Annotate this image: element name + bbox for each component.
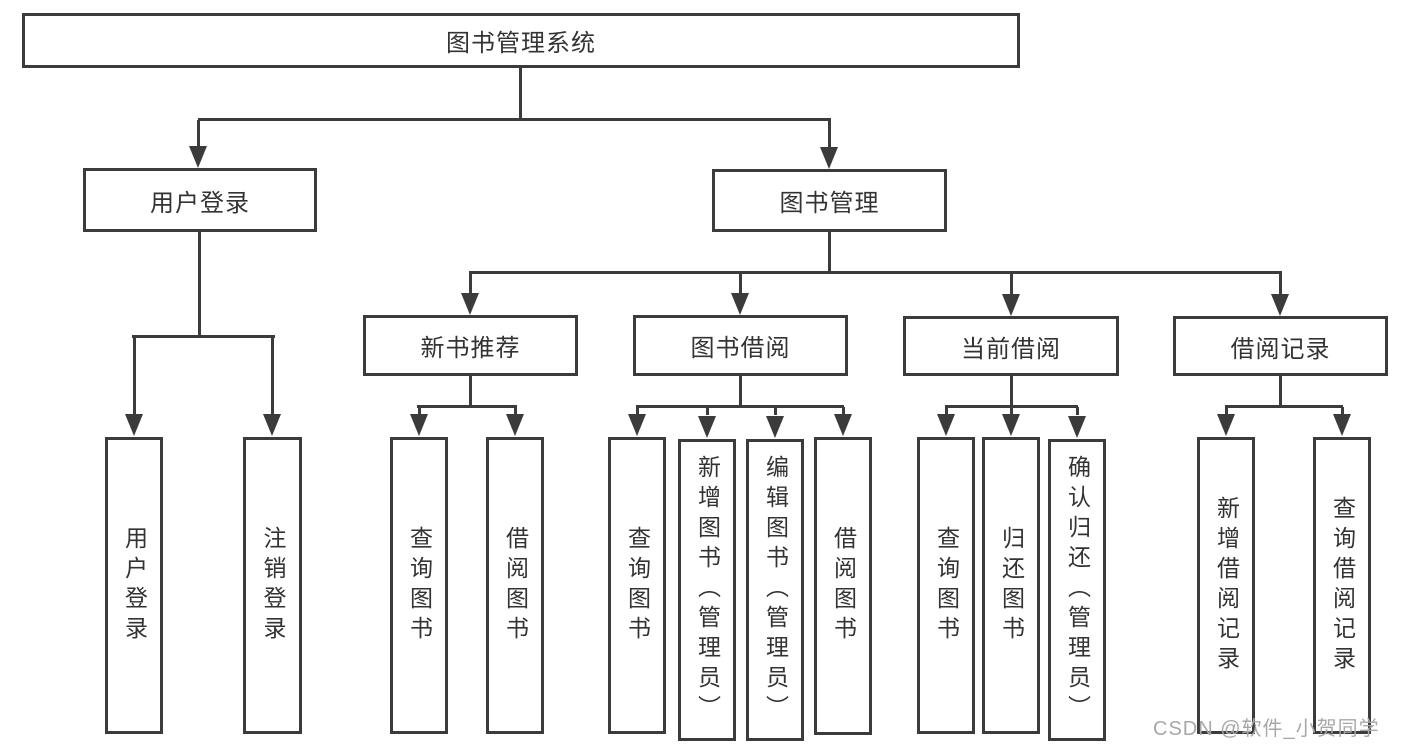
connector-borrowing-records-stub [1279,374,1282,408]
leaf-return-books: 归还图书 [982,437,1040,734]
arrow-to-user-login [189,146,207,168]
arrow-to-leaf-logout [263,414,281,436]
arrow-to-return-books [1002,414,1020,436]
node-borrowing-records-label: 借阅记录 [1230,335,1331,363]
leaf-add-borrow-record-label: 新增借阅记录 [1213,495,1240,676]
arrow-to-query-books-borrowing [628,414,646,436]
leaf-edit-books-admin-label: 编辑图书（管理员） [762,455,789,725]
leaf-user-login: 用户登录 [105,437,163,734]
leaf-add-borrow-record: 新增借阅记录 [1197,437,1255,734]
connector-borrowing-records-rail [1225,405,1343,408]
node-current-borrowing-label: 当前借阅 [961,335,1061,363]
connector-book-borrowing-stub [739,374,742,408]
leaf-query-books-newrec: 查询图书 [390,437,448,734]
connector-stem-add-books [706,407,709,415]
connector-stem-book-borrowing [739,273,742,295]
connector-stem-borrowing-records [1279,273,1282,295]
arrow-to-borrowing-records [1271,294,1289,316]
arrow-to-query-books-current [937,414,955,436]
node-library-system-label: 图书管理系统 [446,30,596,57]
leaf-borrow-books-borrowing: 借阅图书 [814,437,872,735]
arrow-to-new-book-recommendation [461,293,479,315]
leaf-query-books-borrowing-label: 查询图书 [624,525,651,646]
node-book-borrowing: 图书借阅 [633,315,848,376]
leaf-query-books-borrowing: 查询图书 [608,437,666,734]
arrow-to-edit-books-admin [766,416,784,438]
arrow-to-current-borrowing [1002,294,1020,316]
leaf-confirm-return-admin: 确认归还（管理员） [1048,439,1106,741]
connector-stem-book-management [828,120,831,148]
connector-new-book-rail [417,405,517,408]
leaf-borrow-books-borrowing-label: 借阅图书 [830,526,857,646]
connector-root-stub [519,66,522,120]
leaf-query-borrow-record: 查询借阅记录 [1313,437,1371,734]
connector-stem-query-borrowing [636,407,639,415]
leaf-add-books-admin: 新增图书（管理员） [678,439,736,741]
arrow-to-borrow-books-borrowing [834,414,852,436]
csdn-watermark: CSDN @软件_小贺同学 [1153,718,1380,740]
leaf-confirm-return-admin-label: 确认归还（管理员） [1064,455,1091,725]
connector-stem-return-books [1010,407,1013,415]
node-new-book-recommendation-label: 新书推荐 [420,335,521,362]
connector-stem-add-record [1225,407,1228,415]
node-library-system: 图书管理系统 [22,13,1020,68]
node-user-login-label: 用户登录 [150,189,250,217]
connector-user-login-rail [132,335,275,338]
connector-stem-query-current [945,407,948,415]
arrow-to-book-management [820,147,838,169]
connector-stem-borrow-newrec [514,407,517,415]
connector-stem-borrow-borrowing [842,407,845,415]
node-book-management-label: 图书管理 [779,190,880,217]
leaf-query-books-newrec-label: 查询图书 [406,525,433,646]
connector-stem-edit-books [774,407,777,415]
connector-stem-leaf-logout [271,337,274,415]
connector-stem-new-book [469,273,472,295]
leaf-query-books-current-label: 查询图书 [933,525,960,646]
node-book-management: 图书管理 [712,169,947,232]
node-user-login: 用户登录 [83,168,317,232]
arrow-to-leaf-user-login [125,414,143,436]
connector-user-login-stub [198,230,201,337]
arrow-to-query-borrow-record [1333,414,1351,436]
connector-current-borrowing-stub [1010,374,1013,408]
connector-stem-query-newrec [418,407,421,415]
arrow-to-add-books-admin [698,416,716,438]
connector-stem-current-borrowing [1010,273,1013,295]
connector-current-borrowing-rail [945,405,1078,408]
leaf-borrow-books-newrec: 借阅图书 [486,437,544,734]
arrow-to-query-books-newrec [410,414,428,436]
connector-stem-user-login [197,120,200,148]
connector-book-borrowing-rail [636,405,844,408]
connector-level3-rail [469,271,1282,274]
leaf-user-login-label: 用户登录 [121,525,148,646]
connector-new-book-stub [469,374,472,408]
connector-stem-query-record [1341,407,1344,415]
arrow-to-confirm-return-admin [1068,416,1086,438]
arrow-to-borrow-books-newrec [506,414,524,436]
node-current-borrowing: 当前借阅 [903,316,1119,376]
leaf-add-books-admin-label: 新增图书（管理员） [694,455,721,725]
leaf-edit-books-admin: 编辑图书（管理员） [746,439,804,741]
leaf-borrow-books-newrec-label: 借阅图书 [502,525,529,646]
node-new-book-recommendation: 新书推荐 [363,315,578,376]
node-book-borrowing-label: 图书借阅 [690,335,791,362]
leaf-logout: 注销登录 [243,437,302,734]
connector-stem-leaf-user-login [133,337,136,415]
connector-level2-rail [198,118,831,121]
arrow-to-book-borrowing [731,293,749,315]
leaf-query-borrow-record-label: 查询借阅记录 [1329,495,1356,676]
leaf-query-books-current: 查询图书 [917,437,975,734]
leaf-return-books-label: 归还图书 [998,525,1025,646]
leaf-logout-label: 注销登录 [260,525,286,646]
connector-stem-confirm-return [1076,407,1079,415]
connector-book-management-stub [828,230,831,274]
arrow-to-add-borrow-record [1217,414,1235,436]
node-borrowing-records: 借阅记录 [1173,316,1388,376]
